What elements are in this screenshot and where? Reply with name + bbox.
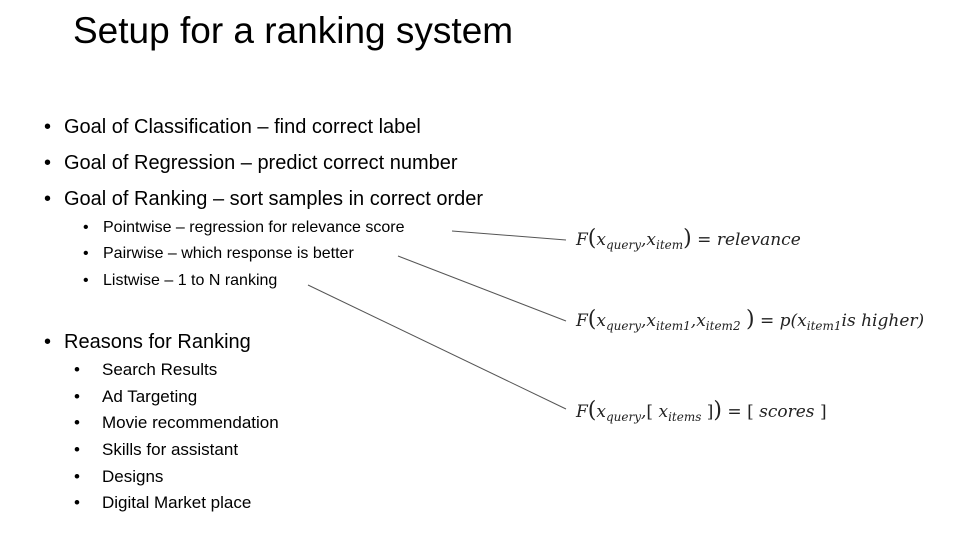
reasons-heading-text: Reasons for Ranking	[64, 331, 251, 353]
reason-text: Search Results	[102, 360, 218, 379]
slide-title: Setup for a ranking system	[73, 10, 514, 51]
goal-text: Goal of Regression – predict correct num…	[64, 152, 458, 174]
bullet-icon: •	[44, 331, 52, 353]
goal-text: Goal of Classification – find correct la…	[64, 116, 421, 138]
reason-text: Designs	[102, 467, 164, 486]
connector-pairwise	[397, 255, 567, 322]
bullet-icon: •	[44, 116, 52, 138]
bullet-icon: •	[74, 440, 80, 459]
reason-text: Movie recommendation	[102, 413, 279, 432]
reason-text: Ad Targeting	[102, 387, 198, 406]
bullet-icon: •	[83, 219, 89, 236]
goal-text: Goal of Ranking – sort samples in correc…	[64, 188, 484, 210]
reason-text: Skills for assistant	[102, 440, 239, 459]
bullet-icon: •	[74, 387, 80, 406]
bullet-icon: •	[74, 413, 80, 432]
connector-listwise	[307, 284, 567, 410]
bullet-icon: •	[44, 152, 52, 174]
reason-text: Digital Market place	[102, 493, 252, 512]
bullet-icon: •	[83, 245, 89, 262]
bullet-icon: •	[74, 360, 80, 379]
bullet-icon: •	[74, 493, 80, 512]
connector-pointwise	[451, 230, 567, 241]
ranking-type-text: Listwise – 1 to N ranking	[103, 272, 278, 289]
bullet-icon: •	[74, 467, 80, 486]
ranking-type-text: Pointwise – regression for relevance sco…	[103, 219, 405, 236]
formula-pairwise: F(xquery,xitem1,xitem2 ) = p(xitem1is hi…	[576, 307, 925, 333]
ranking-type-text: Pairwise – which response is better	[103, 245, 354, 262]
bullet-icon: •	[44, 188, 52, 210]
bullet-icon: •	[83, 272, 89, 289]
formula-pointwise: F(xquery,xitem) = relevance	[576, 226, 801, 252]
formula-listwise: F(xquery,[ xitems ]) = [ scores ]	[576, 398, 827, 424]
